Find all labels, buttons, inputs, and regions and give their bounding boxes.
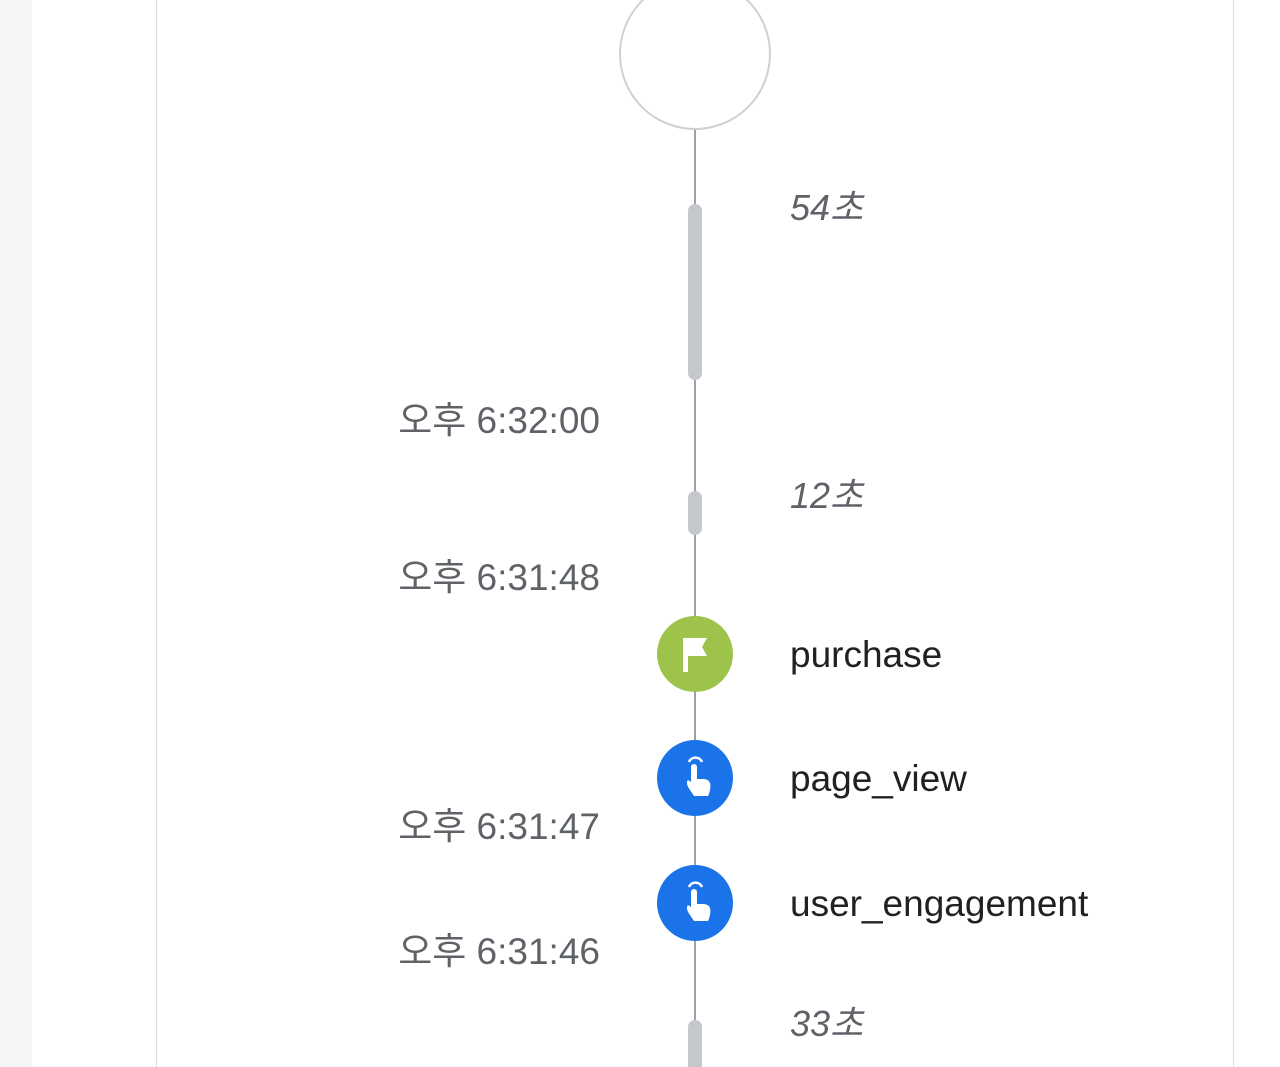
- session-start-circle[interactable]: [619, 0, 771, 130]
- touch-icon: [675, 881, 715, 925]
- gap-bar: [688, 204, 702, 380]
- timestamp-label: 오후 6:31:47: [398, 806, 600, 847]
- flag-icon: [677, 634, 713, 674]
- left-gutter: [0, 0, 32, 1067]
- gap-bar: [688, 1020, 702, 1067]
- gap-bar: [688, 491, 702, 535]
- timestamp-label: 오후 6:32:00: [398, 400, 600, 441]
- timestamp-label: 오후 6:31:48: [398, 557, 600, 598]
- timeline-axis: [694, 126, 696, 1067]
- event-node-page-view[interactable]: [657, 740, 733, 816]
- gap-duration-label: 33초: [790, 1003, 864, 1044]
- gap-duration-label: 54초: [790, 187, 864, 228]
- event-node-user-engagement[interactable]: [657, 865, 733, 941]
- timestamp-label: 오후 6:31:46: [398, 931, 600, 972]
- gap-duration-label: 12초: [790, 475, 864, 516]
- event-node-purchase[interactable]: [657, 616, 733, 692]
- event-label[interactable]: page_view: [790, 758, 967, 799]
- event-label[interactable]: user_engagement: [790, 883, 1089, 924]
- event-label[interactable]: purchase: [790, 634, 943, 675]
- touch-icon: [675, 756, 715, 800]
